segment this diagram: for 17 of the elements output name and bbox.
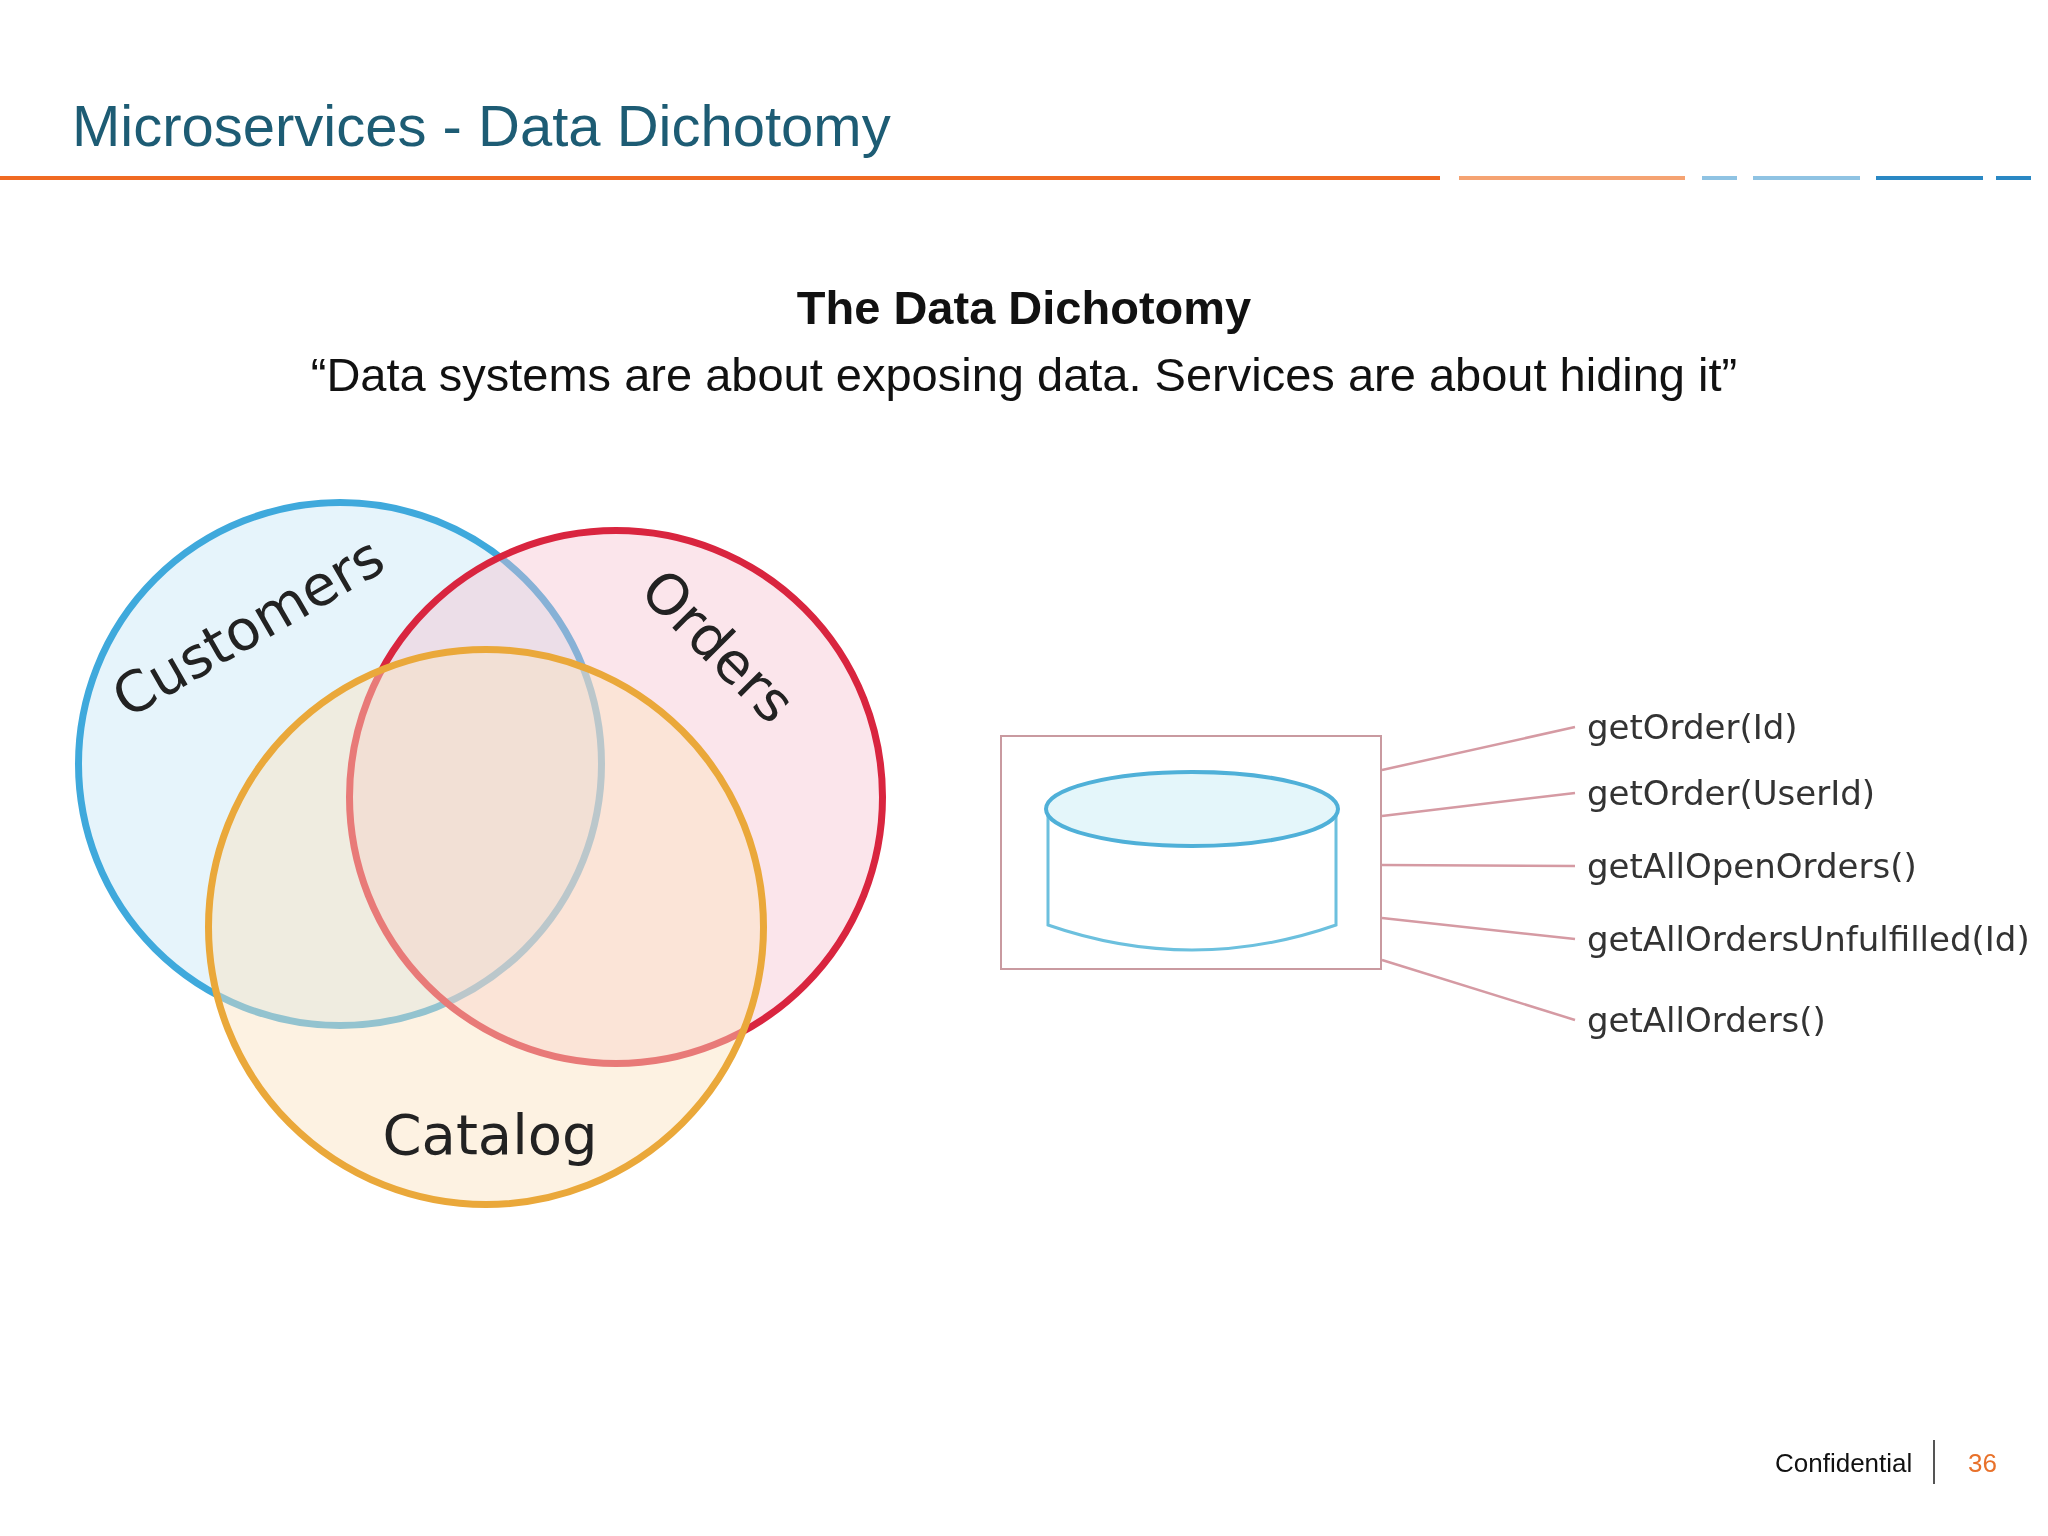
service-box xyxy=(1000,735,1382,970)
method-name: getOrder(UserId) xyxy=(1587,773,1876,813)
connector-line xyxy=(1381,916,1576,941)
connector-line xyxy=(1381,725,1576,772)
method-name: getAllOrdersUnfulfilled(Id) xyxy=(1587,919,2030,959)
footer-text: Confidential xyxy=(1775,1448,1913,1479)
quote-text: “Data systems are about exposing data. Services are about hiding it” xyxy=(309,347,1739,402)
connector-line xyxy=(1381,791,1576,818)
page-number: 36 xyxy=(1968,1448,1997,1479)
method-name: getAllOpenOrders() xyxy=(1587,846,1917,886)
subtitle: The Data Dichotomy xyxy=(795,280,1253,335)
method-name: getOrder(Id) xyxy=(1587,707,1798,747)
slide-title: Microservices - Data Dichotomy xyxy=(72,92,891,159)
method-name: getAllOrders() xyxy=(1587,1000,1826,1040)
connector-line xyxy=(1382,863,1575,868)
circle-label: Catalog xyxy=(382,1101,598,1167)
connector-line xyxy=(1381,958,1576,1022)
